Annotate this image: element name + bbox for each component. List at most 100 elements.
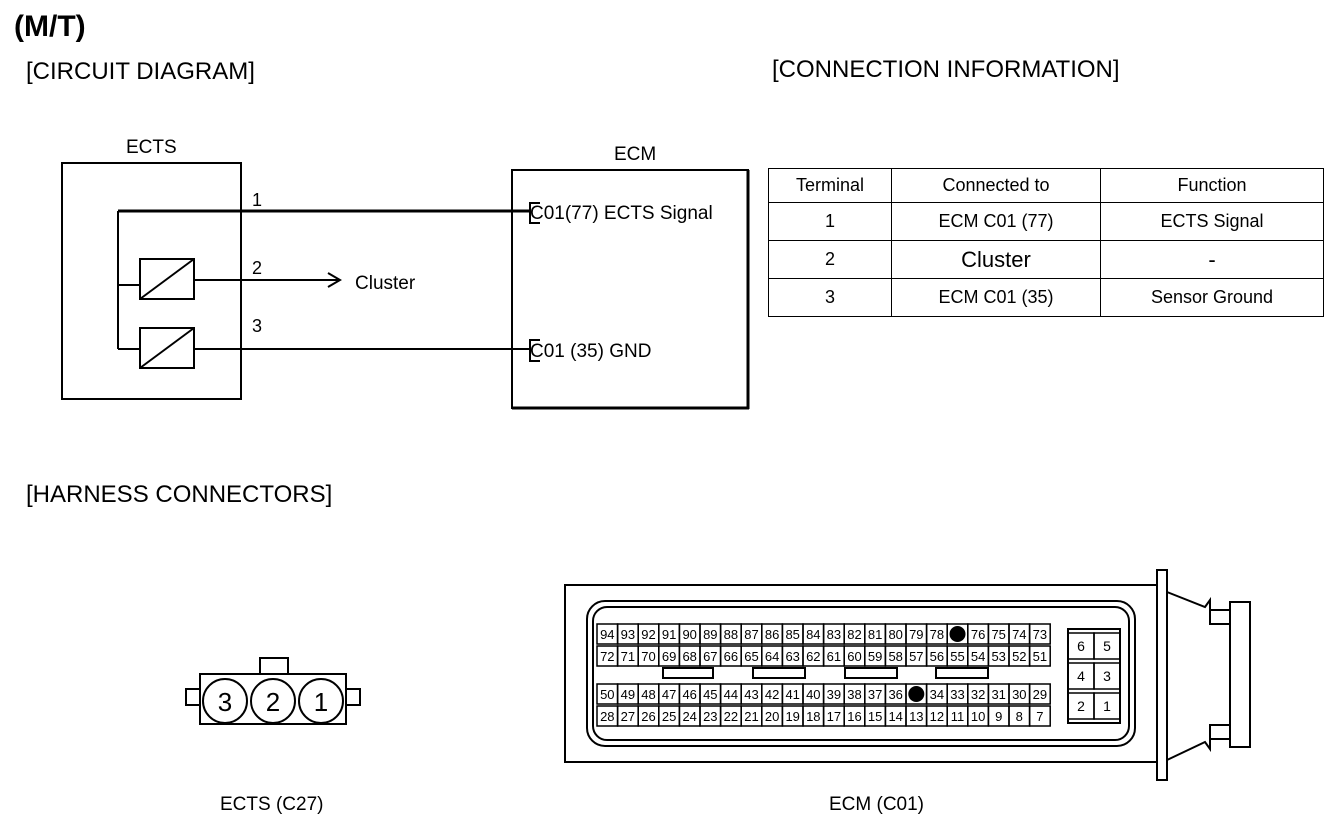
ecm-pin-label: 47 xyxy=(662,687,676,702)
ecm-pin-label: 88 xyxy=(724,627,738,642)
ecm-pin-label: 48 xyxy=(641,687,655,702)
ecm-small-pin-cell xyxy=(1093,662,1121,690)
cell-function: - xyxy=(1100,240,1324,279)
ecm-small-pin-label: 6 xyxy=(1077,638,1085,654)
ecm-pin-label: 40 xyxy=(806,687,820,702)
ecm-pin-label: 14 xyxy=(888,709,902,724)
table-row: 2 Cluster - xyxy=(768,240,1324,279)
ecm-small-pin-cell xyxy=(1093,692,1121,720)
ecm-small-pin-label: 5 xyxy=(1103,638,1111,654)
ecm-pin-label: 59 xyxy=(868,649,882,664)
ecm-pin-label: 42 xyxy=(765,687,779,702)
cell-connected-to: ECM C01 (35) xyxy=(891,278,1101,317)
pin-2-label: 2 xyxy=(252,258,263,278)
ecm-small-pin-label: 1 xyxy=(1103,698,1111,714)
ecm-pin-label: 15 xyxy=(868,709,882,724)
ecm-pin-label: 7 xyxy=(1036,709,1043,724)
ecm-pin-label: 57 xyxy=(909,649,923,664)
table-header-row: Terminal Connected to Function xyxy=(768,168,1324,203)
ecm-pin-label: 21 xyxy=(744,709,758,724)
ecm-pin-label: 90 xyxy=(682,627,696,642)
connection-info-heading: [CONNECTION INFORMATION] xyxy=(772,56,1120,83)
ecm-small-pin-label: 3 xyxy=(1103,668,1111,684)
pin-1-label: 1 xyxy=(252,190,263,210)
ecm-pin-label: 17 xyxy=(827,709,841,724)
ecm-pin-plug xyxy=(908,686,925,702)
ecm-pin-label: 80 xyxy=(888,627,902,642)
ecm-pin-label: 20 xyxy=(765,709,779,724)
ecm-pin-label: 55 xyxy=(950,649,964,664)
ecm-pin-label: 89 xyxy=(703,627,717,642)
connection-table: Terminal Connected to Function 1 ECM C01… xyxy=(768,168,1324,317)
ecm-pin-label: 73 xyxy=(1033,627,1047,642)
ecm-pin-label: 46 xyxy=(682,687,696,702)
ects-pin-2-label: 2 xyxy=(266,687,280,717)
ecm-pin-label: 94 xyxy=(600,627,614,642)
ecm-pin-label: 18 xyxy=(806,709,820,724)
ecm-pin-cell xyxy=(1028,683,1051,705)
ecm-pin-label: 13 xyxy=(909,709,923,724)
ecm-pin-cell xyxy=(1028,645,1051,667)
cell-function: Sensor Ground xyxy=(1100,278,1324,317)
ecm-pin-label: 49 xyxy=(621,687,635,702)
header-terminal: Terminal xyxy=(768,168,892,203)
ecm-pin-label: 33 xyxy=(950,687,964,702)
pin-3-label: 3 xyxy=(252,316,263,336)
ecm-pin-label: 11 xyxy=(951,709,965,724)
ecm-label: ECM xyxy=(614,144,657,165)
ecm-pin-label: 66 xyxy=(724,649,738,664)
ecm-small-pin-label: 2 xyxy=(1077,698,1085,714)
ecm-pin-label: 85 xyxy=(785,627,799,642)
ecm-pin-label: 37 xyxy=(868,687,882,702)
ecm-pin-label: 56 xyxy=(930,649,944,664)
ecm-pin-label: 38 xyxy=(847,687,861,702)
ecm-pin-label: 8 xyxy=(1016,709,1023,724)
ecm-signal-terminal: C01(77) ECTS Signal xyxy=(530,203,713,224)
ecm-small-pin-cell xyxy=(1093,632,1121,660)
ecm-pin-label: 72 xyxy=(600,649,614,664)
ects-pin-2 xyxy=(250,678,296,724)
ecm-pin-label: 81 xyxy=(868,627,882,642)
ecm-pin-label: 51 xyxy=(1033,649,1047,664)
page-title: (M/T) xyxy=(14,10,86,43)
cell-terminal: 2 xyxy=(768,240,892,279)
ecm-pin-label: 83 xyxy=(827,627,841,642)
ecm-pin-label: 86 xyxy=(765,627,779,642)
ecm-pin-label: 41 xyxy=(785,687,799,702)
ecm-pin-label: 27 xyxy=(621,709,635,724)
ecm-pin-label: 82 xyxy=(847,627,861,642)
ecm-pin-label: 9 xyxy=(995,709,1002,724)
ecm-pin-label: 93 xyxy=(621,627,635,642)
ecm-pin-label: 63 xyxy=(785,649,799,664)
ects-pin-3 xyxy=(202,678,248,724)
ecm-pin-label: 29 xyxy=(1033,687,1047,702)
ecm-pin-label: 32 xyxy=(971,687,985,702)
cell-terminal: 3 xyxy=(768,278,892,317)
ecm-pin-label: 87 xyxy=(744,627,758,642)
ecm-pin-label: 19 xyxy=(785,709,799,724)
ecm-connector-caption: ECM (C01) xyxy=(829,794,925,815)
ecm-pin-label: 26 xyxy=(641,709,655,724)
ecm-pin-cell xyxy=(1028,623,1051,645)
header-connected-to: Connected to xyxy=(891,168,1101,203)
ecm-pin-label: 39 xyxy=(827,687,841,702)
ecm-pin-label: 69 xyxy=(662,649,676,664)
ecm-pin-label: 22 xyxy=(724,709,738,724)
cell-terminal: 1 xyxy=(768,202,892,241)
ects-pin-3-label: 3 xyxy=(218,687,232,717)
ecm-pin-label: 30 xyxy=(1012,687,1026,702)
ecm-pin-label: 53 xyxy=(991,649,1005,664)
harness-connectors-heading: [HARNESS CONNECTORS] xyxy=(26,481,333,508)
ecm-pin-label: 92 xyxy=(641,627,655,642)
cell-connected-to: Cluster xyxy=(891,240,1101,279)
ecm-pin-label: 76 xyxy=(971,627,985,642)
ecm-pin-label: 75 xyxy=(991,627,1005,642)
ecm-pin-plug xyxy=(949,626,966,642)
ecm-pin-label: 79 xyxy=(909,627,923,642)
ecm-pin-label: 24 xyxy=(682,709,696,724)
ects-connector-caption: ECTS (C27) xyxy=(220,794,324,815)
